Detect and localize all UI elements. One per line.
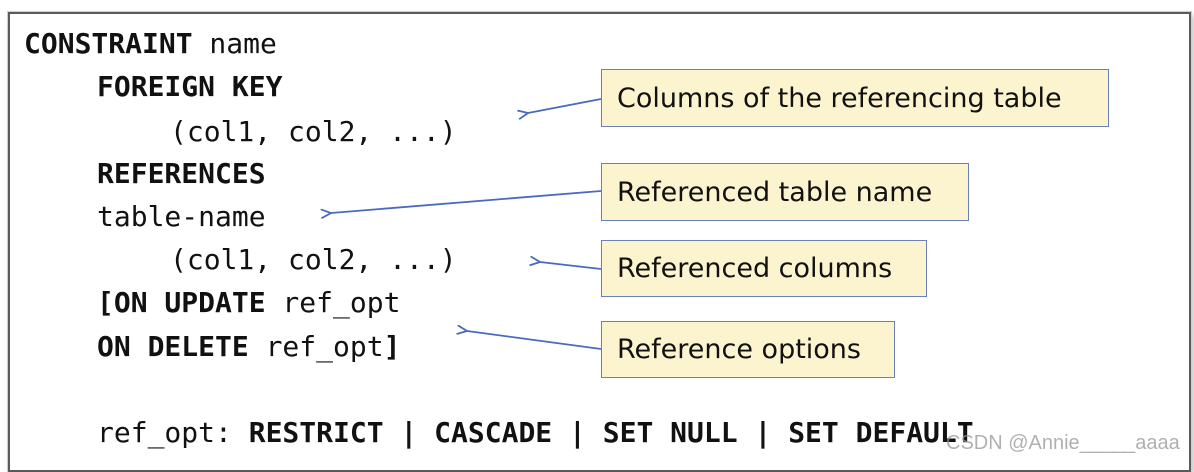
callout-referenced-table: Referenced table name <box>601 163 969 221</box>
option-cascade: CASCADE <box>434 416 553 449</box>
keyword-foreign-key: FOREIGN KEY <box>97 70 283 103</box>
on-delete-option: ref_opt <box>248 330 384 363</box>
keyword-references: REFERENCES <box>97 157 266 190</box>
callout-referenced-columns: Referenced columns <box>601 240 927 297</box>
ref-opt-prefix: ref_opt: <box>97 416 249 449</box>
constraint-name: name <box>192 27 277 60</box>
arrow-to-reference-options <box>467 331 602 350</box>
code-line-table-name: table-name <box>97 197 266 237</box>
closing-bracket: ] <box>383 330 401 363</box>
keyword-on-delete: ON DELETE <box>97 330 249 363</box>
callout-referencing-columns: Columns of the referencing table <box>601 69 1109 127</box>
callout-referenced-table-label: Referenced table name <box>617 176 933 208</box>
code-line-on-update: [ON UPDATE ref_opt <box>97 283 400 323</box>
callout-referencing-columns-label: Columns of the referencing table <box>617 82 1062 114</box>
code-line-ref-opt: ref_opt: RESTRICT | CASCADE | SET NULL |… <box>97 413 974 453</box>
separator: | <box>383 416 435 449</box>
option-set-default: SET DEFAULT <box>788 416 974 449</box>
arrow-to-referencing-columns <box>528 98 602 113</box>
code-line-on-delete: ON DELETE ref_opt] <box>97 327 400 367</box>
watermark: CSDN @Annie_____aaaa <box>946 432 1180 454</box>
code-line-referenced-columns: (col1, col2, ...) <box>170 240 457 280</box>
code-line-references: REFERENCES <box>97 154 266 194</box>
separator: | <box>737 416 789 449</box>
callout-reference-options: Reference options <box>601 321 895 378</box>
code-line-constraint: CONSTRAINT name <box>24 24 277 64</box>
keyword-on-update: [ON UPDATE <box>97 286 266 319</box>
keyword-constraint: CONSTRAINT <box>24 27 193 60</box>
referencing-columns-list: (col1, col2, ...) <box>170 115 457 148</box>
separator: | <box>552 416 603 449</box>
option-restrict: RESTRICT <box>248 416 384 449</box>
arrow-to-table-name <box>331 190 602 213</box>
arrow-to-referenced-columns <box>540 262 602 270</box>
callout-referenced-columns-label: Referenced columns <box>617 253 893 284</box>
code-line-foreign-key: FOREIGN KEY <box>97 67 282 107</box>
callout-reference-options-label: Reference options <box>617 334 861 365</box>
on-update-option: ref_opt <box>265 286 401 319</box>
code-line-referencing-columns: (col1, col2, ...) <box>170 112 457 152</box>
table-name-text: table-name <box>97 200 266 233</box>
option-set-null: SET NULL <box>602 416 738 449</box>
referenced-columns-list: (col1, col2, ...) <box>170 243 457 276</box>
